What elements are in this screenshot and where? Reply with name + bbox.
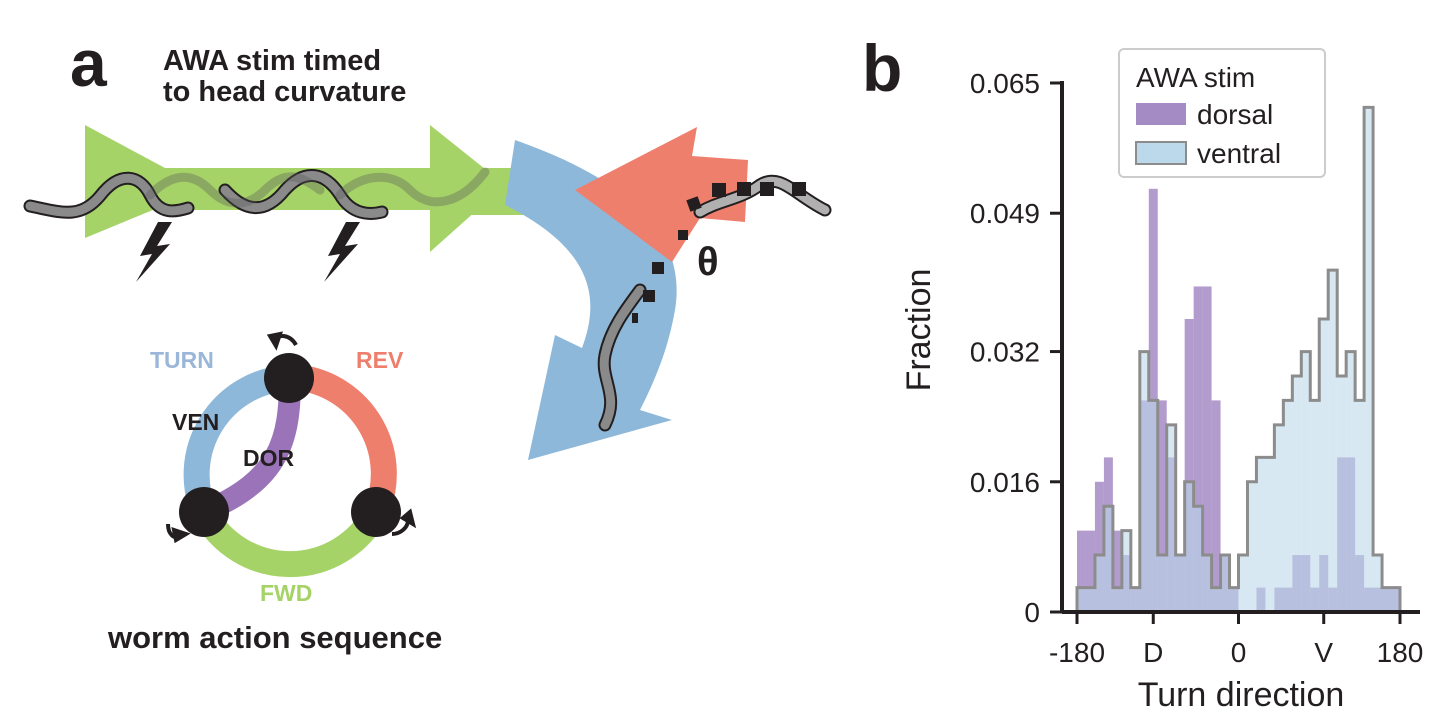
- lightning-icon: [136, 222, 172, 282]
- ventral-bar: [1283, 400, 1293, 612]
- ventral-bar: [1265, 457, 1275, 612]
- x-axis-label: Turn direction: [1138, 676, 1345, 714]
- y-tick-label: 0.032: [970, 337, 1040, 368]
- panel-a-title: AWA stim timed to head curvature: [163, 46, 406, 108]
- state-label-fwd: FWD: [260, 580, 313, 606]
- y-tick-label: 0.049: [970, 198, 1040, 229]
- ventral-bars: [1077, 107, 1400, 613]
- ventral-bar: [1373, 555, 1383, 612]
- panel-a-title-line1: AWA stim timed: [163, 45, 382, 77]
- panel-b-letter: b: [862, 31, 903, 105]
- ventral-bar: [1364, 107, 1374, 613]
- y-tick-label: 0.065: [970, 68, 1040, 99]
- state-node-left: [179, 487, 229, 537]
- ventral-bar: [1256, 457, 1266, 612]
- ventral-bar: [1094, 555, 1104, 612]
- legend-swatch-ventral: [1135, 141, 1187, 165]
- y-tick-label: 0: [1024, 597, 1040, 628]
- state-node-top: [264, 353, 314, 403]
- ventral-bar: [1301, 351, 1311, 612]
- y-tick-label: 0.016: [970, 467, 1040, 498]
- dorsal-bar: [1211, 400, 1221, 612]
- dorsal-bar: [1077, 530, 1086, 612]
- ventral-bar: [1139, 351, 1149, 612]
- reverse-arrow: [575, 127, 748, 262]
- cycle-arrow-icons: [166, 331, 417, 544]
- forward-arrow-2: [140, 125, 505, 252]
- dorsal-bar: [1184, 319, 1194, 612]
- ventral-bar: [1382, 587, 1392, 612]
- state-label-ven: VEN: [172, 409, 220, 435]
- ventral-bar: [1229, 587, 1239, 612]
- y-axis-label: Fraction: [900, 269, 938, 392]
- x-tick-label: 0: [1231, 637, 1247, 668]
- ventral-bar: [1085, 587, 1095, 612]
- dorsal-bar: [1193, 286, 1203, 612]
- x-tick-label: 180: [1377, 637, 1424, 668]
- legend-title: AWA stim: [1136, 62, 1255, 93]
- panel-a-letter: a: [70, 26, 107, 100]
- trajectory-marks: [632, 182, 806, 323]
- ventral-bar: [1220, 555, 1230, 612]
- ventral-bar: [1202, 555, 1212, 612]
- x-tick-label: D: [1143, 637, 1163, 668]
- dorsal-bar: [1094, 481, 1104, 612]
- ventral-bar: [1103, 506, 1113, 612]
- ventral-bar: [1175, 555, 1185, 612]
- x-tick-label: -180: [1049, 637, 1105, 668]
- ventral-bar: [1130, 587, 1140, 612]
- state-label-dor: DOR: [243, 445, 295, 471]
- chart-legend: AWA stim dorsal ventral: [1118, 48, 1326, 178]
- ventral-outline: [1075, 105, 1402, 612]
- ventral-bar: [1310, 400, 1320, 612]
- legend-label-dorsal: dorsal: [1197, 99, 1273, 130]
- state-label-rev: REV: [356, 347, 404, 373]
- ventral-bar: [1328, 270, 1338, 612]
- ventral-bar: [1346, 351, 1356, 612]
- ventral-bar: [1247, 481, 1257, 612]
- lightning-icon: [324, 222, 360, 282]
- ventral-bar: [1184, 481, 1194, 612]
- dorsal-bar: [1202, 286, 1212, 612]
- ventral-bar: [1238, 555, 1248, 612]
- ventral-bar: [1292, 375, 1302, 612]
- ventral-bar: [1121, 530, 1131, 612]
- dorsal-bar: [1157, 400, 1167, 612]
- dorsal-bar: [1085, 530, 1095, 612]
- legend-label-ventral: ventral: [1197, 138, 1281, 169]
- ventral-bar: [1077, 587, 1086, 612]
- state-node-right: [351, 487, 401, 537]
- x-tick-label: V: [1314, 637, 1333, 668]
- turn-arc: [183, 365, 290, 517]
- panel-a-title-line2: to head curvature: [163, 76, 407, 108]
- dorsal-bar: [1112, 530, 1122, 612]
- theta-symbol: θ: [697, 240, 719, 284]
- state-nodes: [179, 353, 401, 537]
- sequence-label: worm action sequence: [108, 620, 443, 655]
- ventral-bar: [1391, 587, 1400, 612]
- ventral-bar: [1337, 375, 1347, 612]
- ventral-bar: [1193, 506, 1203, 612]
- state-label-turn: TURN: [150, 347, 214, 373]
- ventral-bar: [1112, 587, 1122, 612]
- ventral-bar: [1157, 555, 1167, 612]
- fwd-arc: [192, 505, 388, 578]
- ventral-bar: [1355, 400, 1365, 612]
- ventral-bar: [1274, 424, 1284, 612]
- ventral-bar: [1319, 319, 1329, 612]
- ventral-bar: [1166, 424, 1176, 612]
- ventral-bar: [1211, 587, 1221, 612]
- legend-swatch-dorsal: [1136, 103, 1186, 125]
- ventral-bar: [1148, 400, 1158, 612]
